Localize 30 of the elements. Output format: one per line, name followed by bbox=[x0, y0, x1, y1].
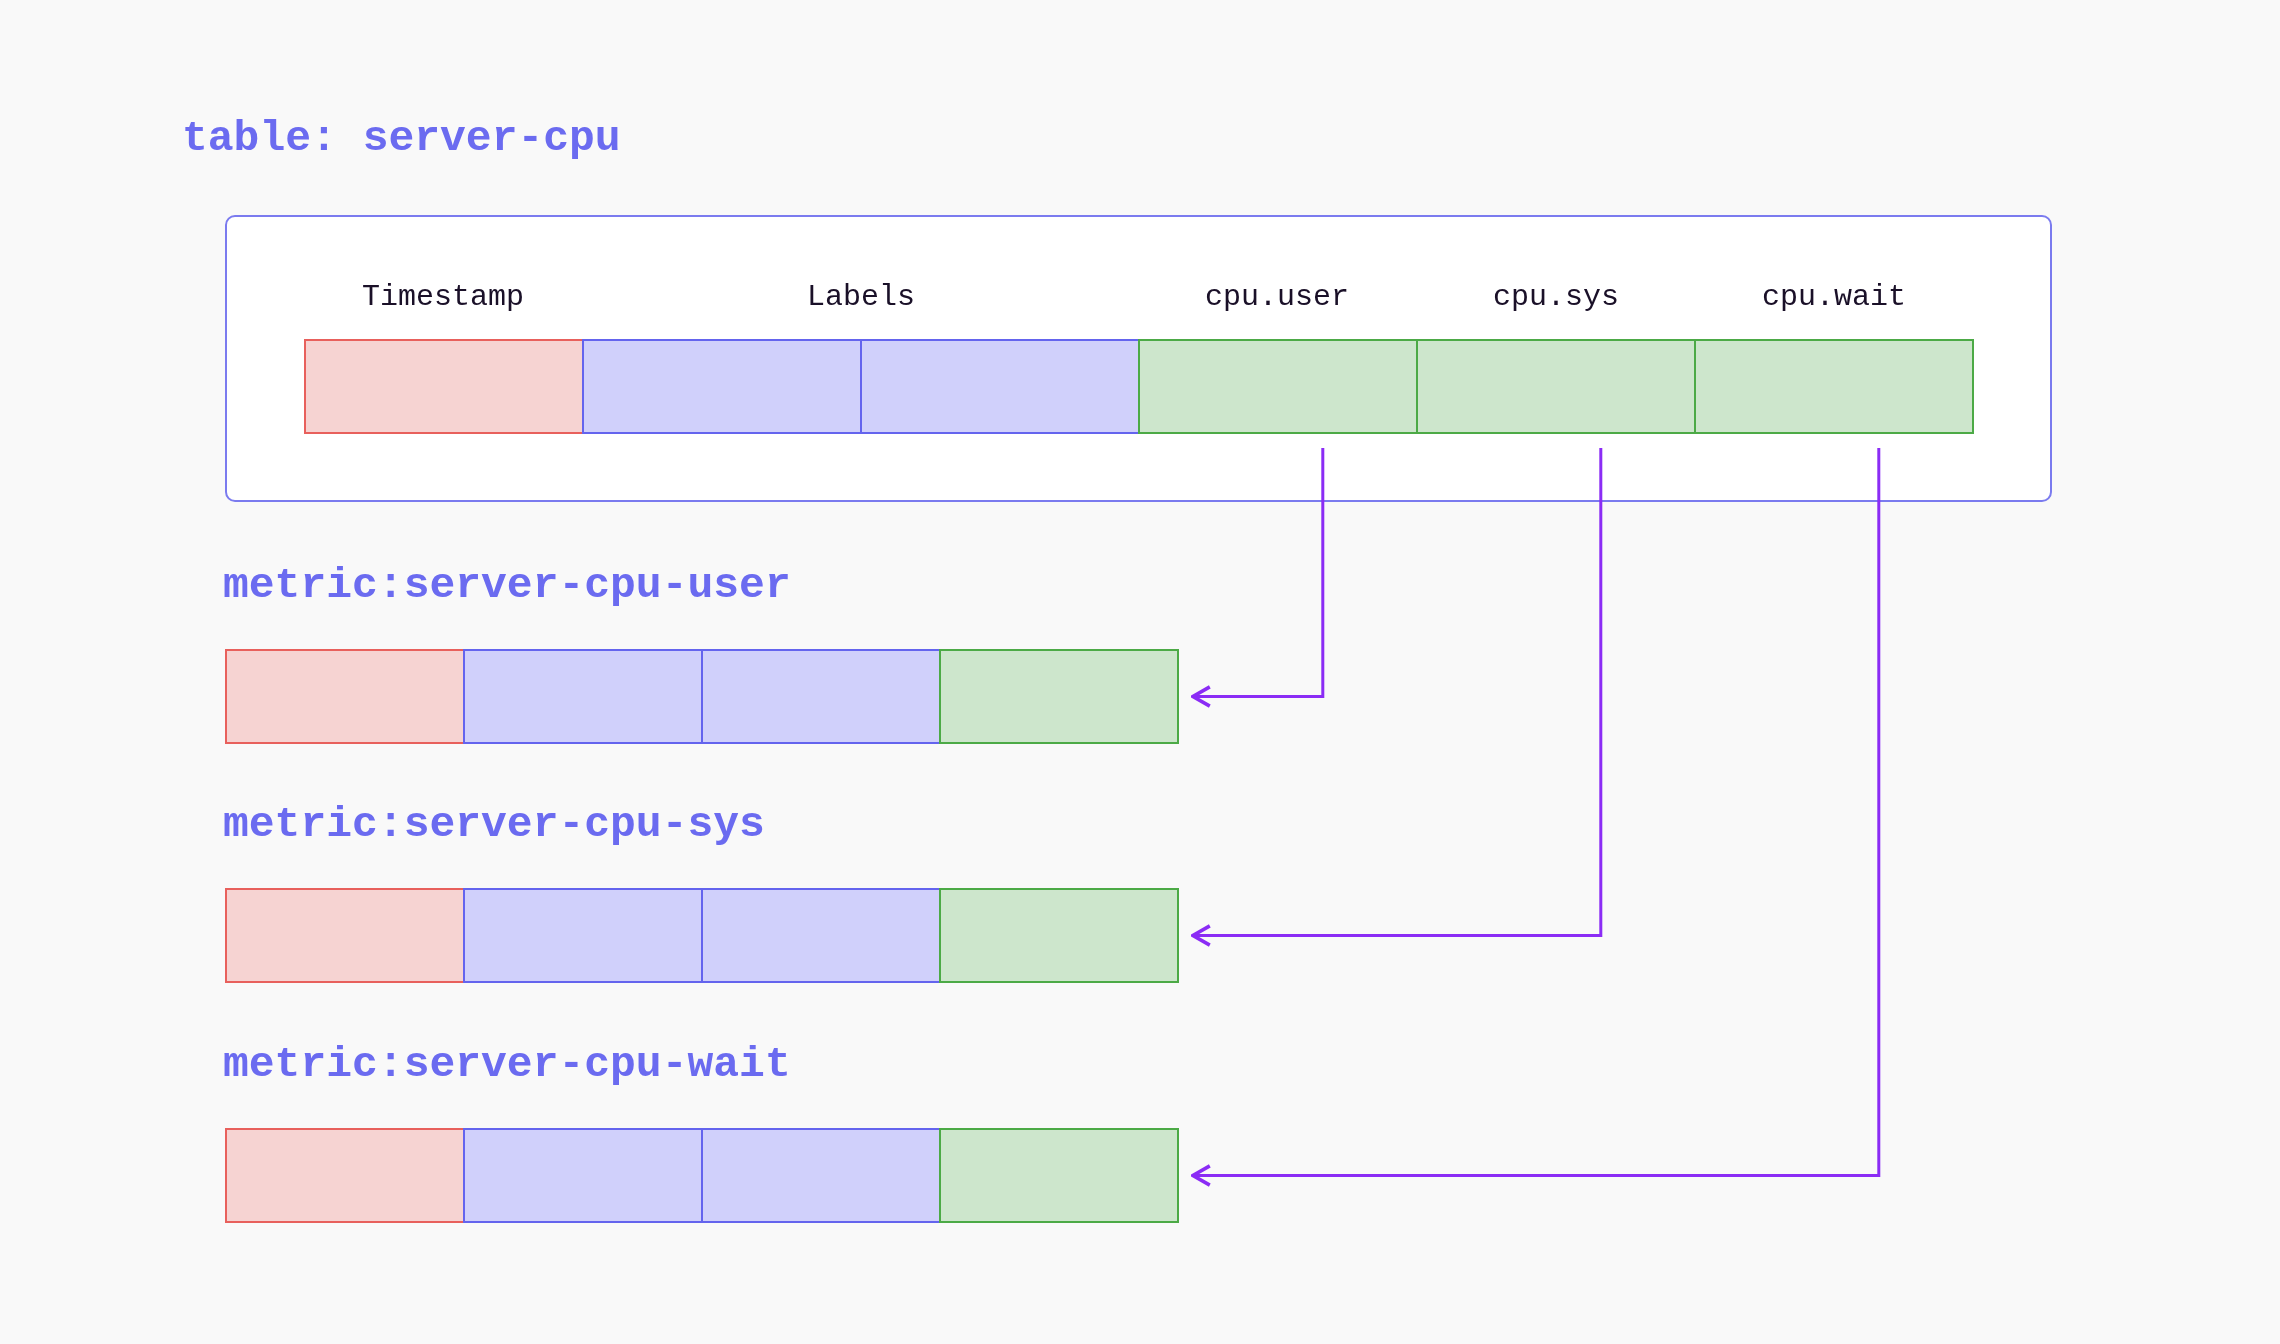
table-title: table: server-cpu bbox=[182, 114, 621, 163]
data-cell bbox=[1694, 339, 1974, 434]
data-cell bbox=[463, 888, 703, 983]
data-cell bbox=[225, 1128, 465, 1223]
data-cell bbox=[225, 649, 465, 744]
column-header: cpu.sys bbox=[1493, 280, 1619, 314]
arrow bbox=[1191, 448, 1881, 1187]
data-cell bbox=[939, 649, 1179, 744]
data-cell bbox=[701, 888, 941, 983]
data-cell bbox=[582, 339, 862, 434]
data-cell bbox=[939, 1128, 1179, 1223]
column-header: cpu.user bbox=[1205, 280, 1349, 314]
arrow bbox=[1191, 448, 1603, 947]
data-cell bbox=[225, 888, 465, 983]
data-cell bbox=[1138, 339, 1418, 434]
data-cell bbox=[1416, 339, 1696, 434]
data-cell bbox=[939, 888, 1179, 983]
metric-title: metric:server-cpu-wait bbox=[223, 1040, 791, 1089]
data-cell bbox=[701, 649, 941, 744]
metric-title: metric:server-cpu-user bbox=[223, 561, 791, 610]
metric-title: metric:server-cpu-sys bbox=[223, 800, 765, 849]
data-cell bbox=[701, 1128, 941, 1223]
arrow bbox=[1191, 448, 1325, 708]
column-header: Timestamp bbox=[362, 280, 524, 314]
data-cell bbox=[463, 1128, 703, 1223]
data-cell bbox=[860, 339, 1140, 434]
column-header: Labels bbox=[807, 280, 915, 314]
data-cell bbox=[463, 649, 703, 744]
data-cell bbox=[304, 339, 584, 434]
column-header: cpu.wait bbox=[1762, 280, 1906, 314]
